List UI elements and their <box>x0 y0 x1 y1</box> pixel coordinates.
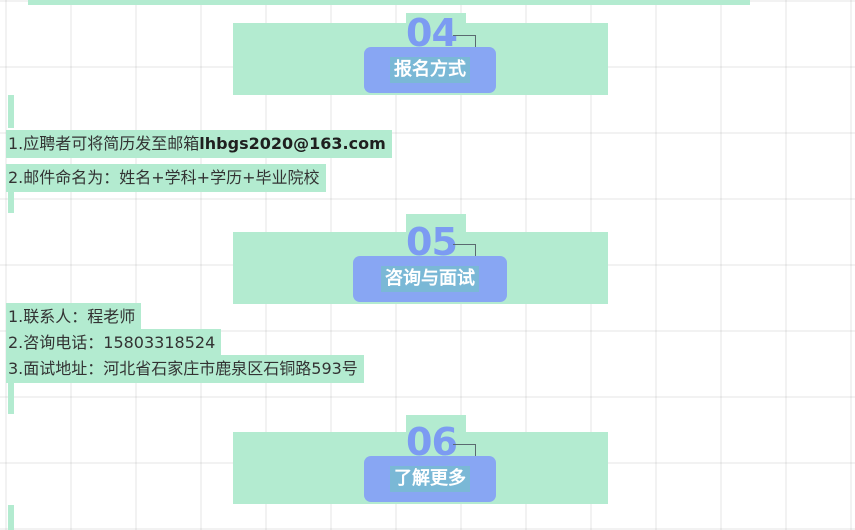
side-accent-bar <box>8 383 14 414</box>
info-line: 3.面试地址：河北省石家庄市鹿泉区石铜路593号 <box>6 355 364 383</box>
info-line: 1.应聘者可将简历发至邮箱lhbgs2020@163.com <box>6 130 392 158</box>
section-number-box <box>406 415 466 462</box>
info-line: 1.联系人：程老师 <box>6 303 142 331</box>
section-header-04: 04 报名方式 <box>233 11 608 95</box>
top-divider-bar <box>28 0 750 5</box>
section-title: 咨询与面试 <box>381 266 479 292</box>
side-accent-bar <box>8 192 14 213</box>
email-address: lhbgs2020@163.com <box>199 134 386 153</box>
info-line-text: 1.联系人：程老师 <box>8 307 136 326</box>
section-title-pill: 报名方式 <box>364 47 496 93</box>
section-title-pill: 咨询与面试 <box>353 256 507 302</box>
section-title: 了解更多 <box>390 466 470 492</box>
info-line-text: 1.应聘者可将简历发至邮箱 <box>8 134 200 153</box>
info-line-text: 3.面试地址：河北省石家庄市鹿泉区石铜路593号 <box>8 359 358 378</box>
info-line: 2.咨询电话：15803318524 <box>6 329 222 357</box>
section-title: 报名方式 <box>390 57 470 83</box>
section-header-05: 05 咨询与面试 <box>233 214 608 304</box>
side-accent-bar <box>8 95 14 128</box>
bracket-decoration <box>453 444 476 465</box>
side-accent-bar <box>8 505 14 530</box>
section-header-06: 06 了解更多 <box>233 415 608 504</box>
info-line-text: 2.邮件命名为：姓名+学科+学历+毕业院校 <box>8 168 320 187</box>
section-title-pill: 了解更多 <box>364 456 496 502</box>
section-number-box <box>406 214 466 262</box>
bracket-decoration <box>453 35 476 56</box>
section-number-box <box>406 13 466 53</box>
info-line-text: 2.咨询电话：15803318524 <box>8 333 216 352</box>
bracket-decoration <box>453 244 476 265</box>
info-line: 2.邮件命名为：姓名+学科+学历+毕业院校 <box>6 164 326 192</box>
